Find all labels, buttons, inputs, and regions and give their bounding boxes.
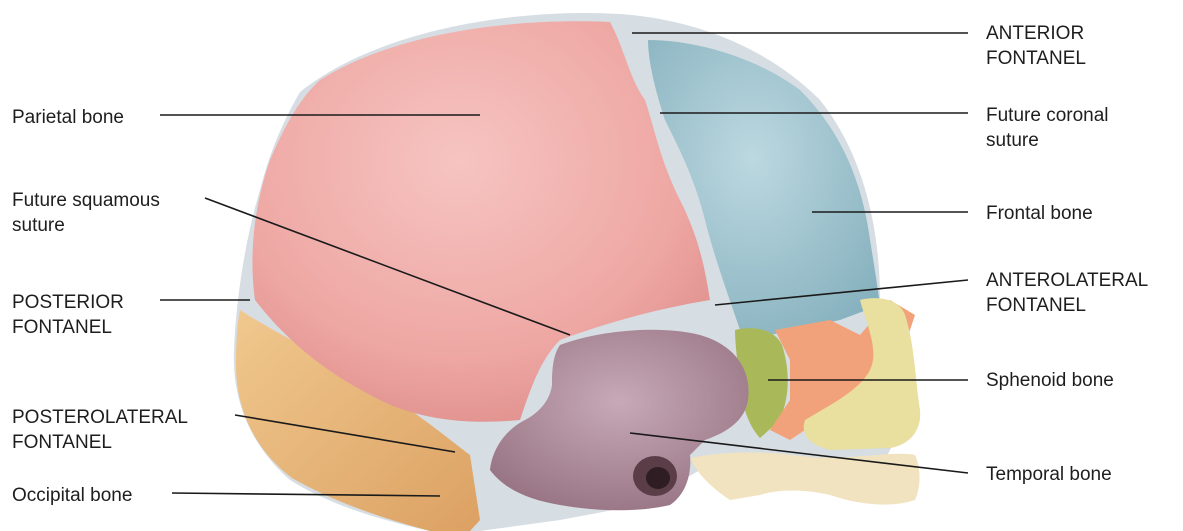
label-frontal-bone: Frontal bone <box>986 201 1093 226</box>
label-anterolateral-fontanel: ANTEROLATERAL FONTANEL <box>986 268 1148 318</box>
ear-canal-inner <box>646 467 670 489</box>
label-future-squamous-suture: Future squamous suture <box>12 188 160 238</box>
label-sphenoid-bone: Sphenoid bone <box>986 368 1114 393</box>
mandible-bone <box>690 452 920 504</box>
label-occipital-bone: Occipital bone <box>12 483 132 508</box>
label-future-coronal-suture: Future coronal suture <box>986 103 1109 153</box>
label-anterior-fontanel: ANTERIOR FONTANEL <box>986 21 1086 71</box>
label-posterolateral-fontanel: POSTEROLATERAL FONTANEL <box>12 405 188 455</box>
label-posterior-fontanel: POSTERIOR FONTANEL <box>12 290 124 340</box>
label-parietal-bone: Parietal bone <box>12 105 124 130</box>
label-temporal-bone: Temporal bone <box>986 462 1112 487</box>
